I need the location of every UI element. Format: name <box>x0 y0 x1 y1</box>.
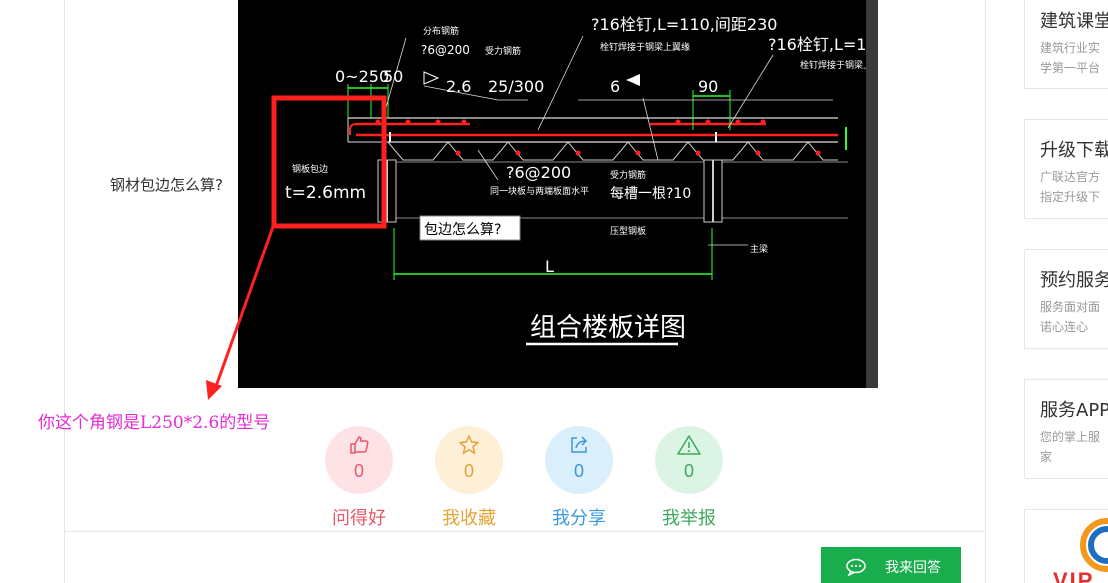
action-bar: 0 问得好 0 我收藏 0 我分享 <box>325 426 725 536</box>
sidebar-card-vip[interactable]: VIP <box>1024 509 1108 583</box>
brand-logo-icon <box>1080 518 1108 572</box>
report-button[interactable]: 0 我举报 <box>655 426 723 530</box>
cad-callout-text: 包边怎么算? <box>424 222 501 238</box>
cad-label-force-spec: 每槽一根?10 <box>610 186 691 202</box>
like-label: 问得好 <box>332 508 386 529</box>
share-count: 0 <box>573 461 584 481</box>
like-count: 0 <box>353 461 364 481</box>
cad-label-mid-note: 同一块板与两端板面水平 <box>490 185 589 197</box>
answer-button[interactable]: 我来回答 <box>821 547 961 583</box>
cad-label-deck: 压型钢板 <box>610 225 646 237</box>
annotation-text: 你这个角钢是L250*2.6的型号 <box>38 413 271 433</box>
share-circle: 0 <box>545 426 613 494</box>
content-border-right <box>985 0 986 583</box>
cad-label-mid-spec: ?6@200 <box>506 163 571 182</box>
cad-label-stud1-sub: 栓钉焊接于钢梁上翼缘 <box>600 41 690 53</box>
favorite-label: 我收藏 <box>442 508 496 529</box>
answer-button-label: 我来回答 <box>885 560 941 576</box>
cad-dim-90: 90 <box>698 77 718 96</box>
share-label: 我分享 <box>552 508 606 529</box>
cad-label-force-rebar: 受力钢筋 <box>610 169 646 181</box>
sidebar-card-desc: 服务面对面 <box>1040 300 1101 314</box>
sidebar-card-title: 服务APP <box>1040 400 1108 421</box>
report-label: 我举报 <box>662 508 716 529</box>
cad-dim-25-300: 25/300 <box>488 77 544 96</box>
like-button[interactable]: 0 问得好 <box>325 426 393 530</box>
cad-label-dist-spec: ?6@200 <box>421 43 470 57</box>
share-button[interactable]: 0 我分享 <box>545 426 613 530</box>
cad-drawing-title: 组合楼板详图 <box>530 313 686 343</box>
vip-logo-text: VIP <box>1053 568 1095 583</box>
cad-label-dist-rebar: 分布钢筋 <box>423 25 459 37</box>
cad-label-stud1: ?16栓钉,L=110,间距230 <box>591 15 777 34</box>
sidebar-card-desc: 广联达官方 <box>1040 170 1101 184</box>
sidebar-card-desc: 学第一平台 <box>1040 61 1101 75</box>
cad-label-stud2-sub: 栓钉焊接于钢梁上翼缘 <box>800 59 878 71</box>
sidebar-card-title: 预约服务 <box>1040 270 1108 291</box>
cad-label-span: L <box>545 257 554 276</box>
cad-label-thickness: t=2.6mm <box>285 183 366 203</box>
cad-drawing-image[interactable]: 分布钢筋 ?6@200 受力钢筋 ?16栓钉,L=110,间距230 栓钉焊接于… <box>238 0 878 388</box>
star-icon <box>435 434 503 458</box>
sidebar-card-title: 建筑课堂 <box>1040 11 1108 32</box>
sidebar-card-title: 升级下载 <box>1040 140 1108 161</box>
cad-label-main-rebar: 受力钢筋 <box>485 45 521 57</box>
report-circle: 0 <box>655 426 723 494</box>
favorite-count: 0 <box>463 461 474 481</box>
question-text: 钢材包边怎么算? <box>110 176 223 194</box>
cad-label-main-beam: 主梁 <box>750 243 768 255</box>
share-icon <box>545 434 613 458</box>
warning-icon <box>655 434 723 458</box>
content-border-left <box>64 0 65 583</box>
thumbs-up-icon <box>325 434 393 458</box>
chat-bubble-icon <box>845 558 867 577</box>
cad-label-stud2: ?16栓钉,L=110, <box>768 35 878 54</box>
cad-scroll-strip <box>866 0 878 388</box>
sidebar-card-desc: 建筑行业实 <box>1040 41 1101 55</box>
sidebar-card-app[interactable]: 服务APP 您的掌上服 家 <box>1024 379 1108 479</box>
annotation-arrow <box>206 223 276 400</box>
report-count: 0 <box>683 461 694 481</box>
cad-dim-2-6: 2.6 <box>446 77 471 96</box>
cad-dim-6: 6 <box>610 77 620 96</box>
cad-label-edge: 钢板包边 <box>292 163 328 175</box>
sidebar-card-desc: 诺心连心 <box>1040 320 1089 334</box>
sidebar-card-desc: 家 <box>1040 450 1053 464</box>
sidebar-card-appointment[interactable]: 预约服务 服务面对面 诺心连心 <box>1024 249 1108 349</box>
like-circle: 0 <box>325 426 393 494</box>
sidebar-card-desc: 您的掌上服 <box>1040 430 1101 444</box>
cad-dim-50: 50 <box>383 67 403 86</box>
sidebar-card-course[interactable]: 建筑课堂 建筑行业实 学第一平台 <box>1024 0 1108 89</box>
sidebar-card-desc: 指定升级下 <box>1040 190 1101 204</box>
sidebar-card-download[interactable]: 升级下载 广联达官方 指定升级下 <box>1024 119 1108 219</box>
favorite-circle: 0 <box>435 426 503 494</box>
cad-dim-0-250: 0~250 <box>335 67 389 86</box>
favorite-button[interactable]: 0 我收藏 <box>435 426 503 530</box>
section-divider <box>64 531 985 532</box>
